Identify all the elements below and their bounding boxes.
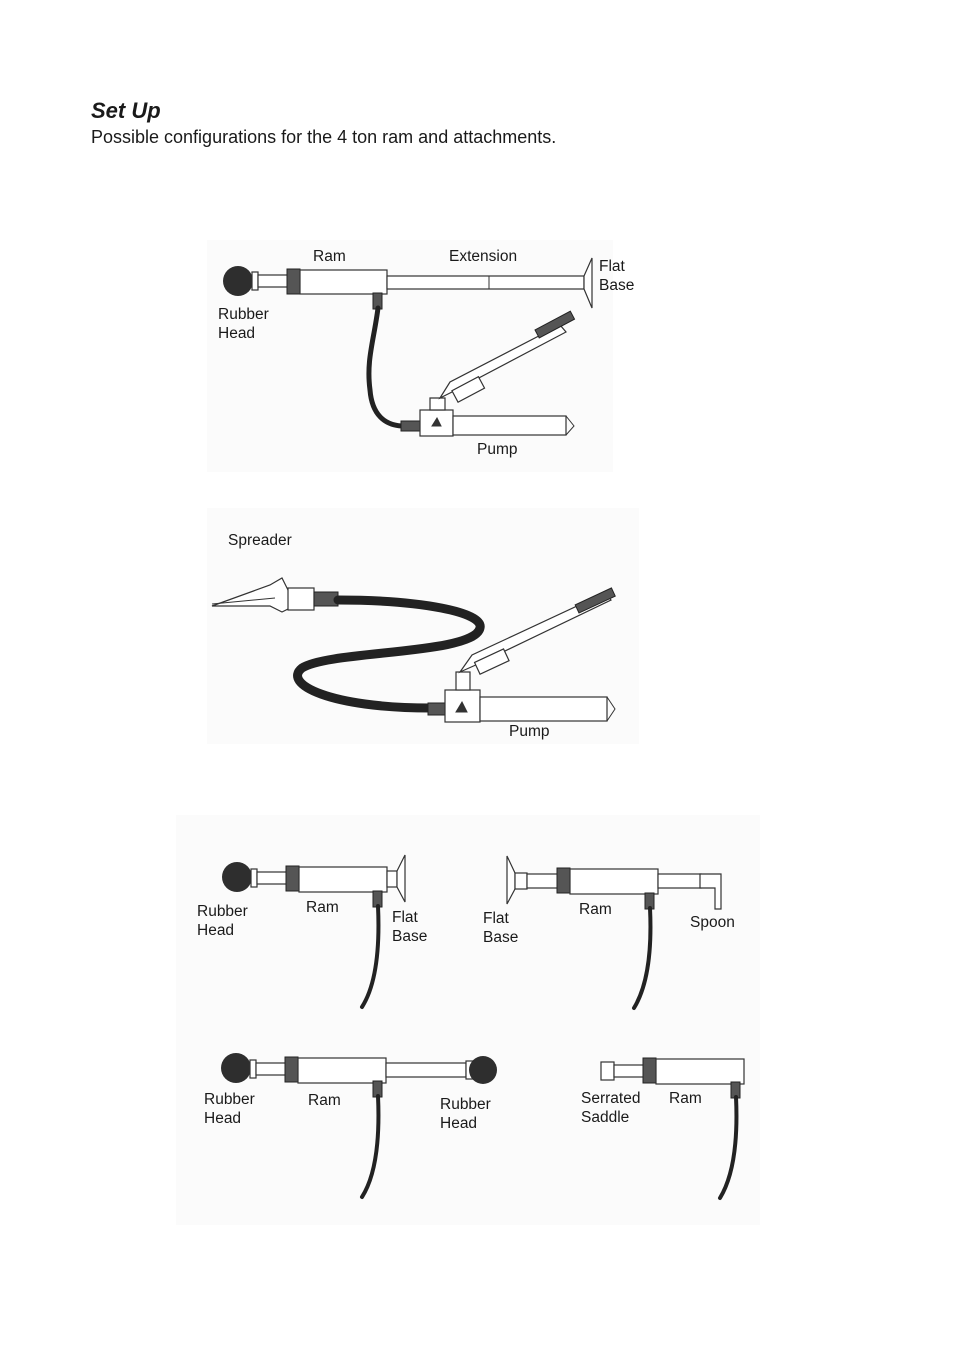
figure-3a-drawing: [222, 854, 406, 1009]
figure-3d-drawing: [600, 1057, 745, 1200]
label-rubber-head-3c-left: Rubber Head: [204, 1091, 255, 1127]
spoon-icon: [699, 873, 722, 910]
label-rubber-head-3a: Rubber Head: [197, 903, 248, 939]
label-spoon: Spoon: [690, 914, 735, 931]
spreader-icon: [211, 577, 291, 613]
ram-collar-icon: [286, 268, 301, 295]
figure-3b-drawing: [506, 855, 722, 1010]
figure-2-drawing: [211, 577, 616, 723]
label-flat-base-3b: Flat Base: [483, 910, 519, 946]
label-spreader: Spreader: [228, 532, 292, 549]
label-ram-3a: Ram: [306, 899, 339, 916]
serrated-saddle-icon: [600, 1061, 615, 1081]
label-ram-3c: Ram: [308, 1092, 341, 1109]
label-rubber-head-3c-right: Rubber Head: [440, 1096, 491, 1132]
label-ram-3b: Ram: [579, 901, 612, 918]
flat-base-icon: [583, 257, 593, 309]
label-flat-base: Flat Base: [599, 258, 635, 294]
page-title: Set Up: [91, 98, 161, 123]
rubber-head-icon: [223, 266, 253, 296]
label-ram-3d: Ram: [669, 1090, 702, 1107]
label-flat-base-3a: Flat Base: [392, 909, 428, 945]
label-serrated-saddle: Serrated Saddle: [581, 1090, 641, 1126]
ram-body-icon: [299, 269, 388, 295]
extension-tube-icon: [386, 275, 585, 290]
label-rubber-head: Rubber Head: [218, 306, 269, 342]
label-ram: Ram: [313, 248, 346, 265]
label-pump: Pump: [477, 441, 518, 458]
figure-1-drawing: [223, 257, 593, 437]
label-pump-2: Pump: [509, 723, 550, 740]
figure-3c-drawing: [221, 1053, 497, 1199]
page-subtitle: Possible configurations for the 4 ton ra…: [91, 127, 557, 147]
label-extension: Extension: [449, 248, 518, 265]
